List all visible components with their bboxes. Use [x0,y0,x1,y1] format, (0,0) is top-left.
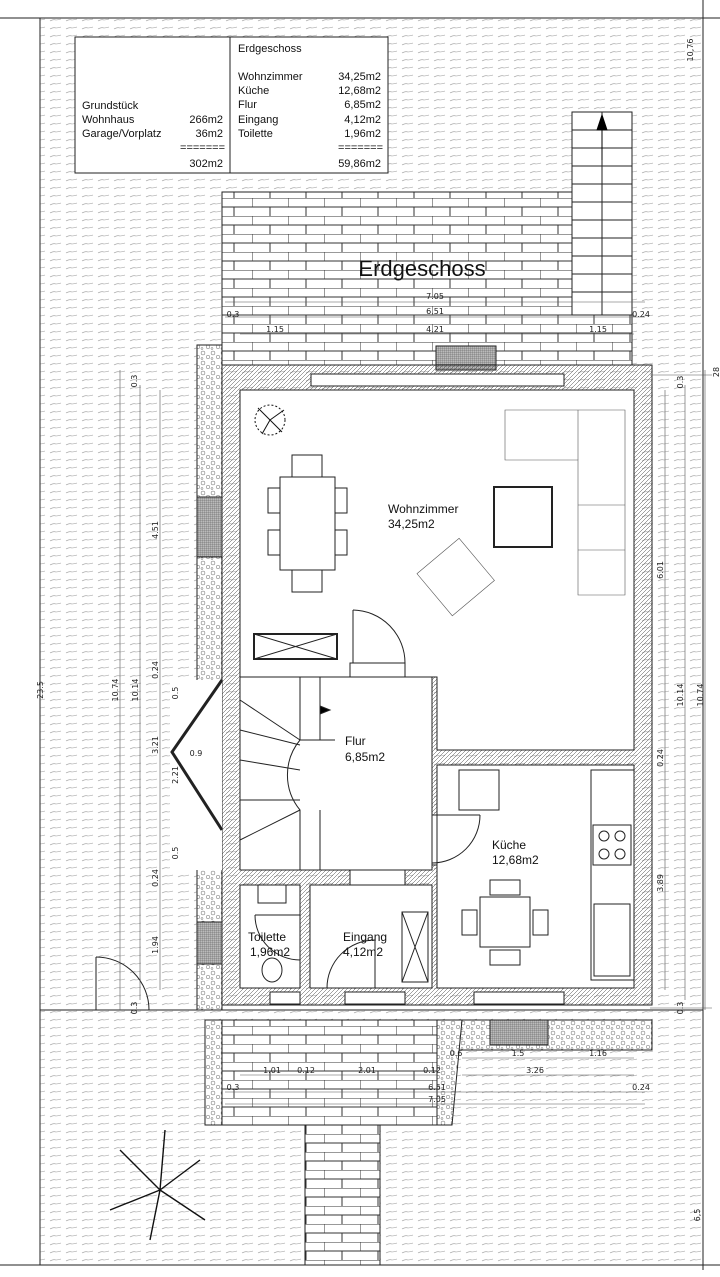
room-area: 34,25m2 [388,517,435,531]
dimension-label: 0.3 [130,1002,139,1015]
entrance-path [304,1124,381,1266]
dimension-label: 0.3 [676,376,685,389]
table-row-label: Wohnhaus [82,114,135,126]
dimension-label: 10.14 [131,679,140,702]
sideboard [253,633,338,660]
armchair [416,537,495,617]
dimension-label: 3.26 [526,1066,544,1075]
dimension-label: 4.51 [151,521,160,539]
dimension-label: 1.5 [512,1049,525,1058]
table-row-label: Küche [238,85,269,97]
dimension-label: 6.51 [428,1083,446,1092]
arrow-up-icon [596,113,608,160]
table-total: 302m2 [189,158,223,170]
dimension-label: 0.3 [676,1002,685,1015]
table-separator: ======= [180,142,225,154]
table-row-label: Garage/Vorplatz [82,128,162,140]
dimension-label: 0.3 [227,310,240,319]
dimension-label: 0.3 [227,1083,240,1092]
table-row-label: Eingang [238,114,278,126]
dimension-label: 0.24 [151,661,160,679]
front-terrace [221,1019,438,1126]
dimension-label: 2.01 [358,1066,376,1075]
kitchen-fixtures [257,769,635,983]
table-row-label: Toilette [238,128,273,140]
dimension-label: 28 [712,367,720,377]
dimension-label: 3.89 [656,874,665,892]
table-row-value: 34,25m2 [338,71,381,83]
dimension-label: 0.12 [297,1066,315,1075]
dimension-label: 1.15 [589,325,607,334]
room-area: 1,96m2 [250,945,290,959]
room-name: Küche [492,838,526,852]
room-area: 4,12m2 [343,945,383,959]
dimension-label: 7.05 [428,1095,446,1104]
dimension-label: 0.5 [171,847,180,860]
area-summary-table: Grundstück Wohnhaus 266m2 Garage/Vorplat… [74,36,389,174]
dimension-label: 6.51 [426,307,444,316]
dimension-label: 1.16 [589,1049,607,1058]
dimension-label: 0.5 [171,687,180,700]
dimension-label: 0.9 [190,749,203,758]
sofa [504,409,626,596]
rear-terrace [221,191,633,366]
dimension-label: 0.6 [450,1049,463,1058]
room-name: Wohnzimmer [388,502,458,516]
table-row-value: 6,85m2 [344,99,381,111]
dimension-label: 0.24 [151,869,160,887]
room-name: Eingang [343,930,387,944]
dimension-label: 1.15 [266,325,284,334]
room-name: Toilette [248,930,286,944]
gravel-strip-left [196,344,223,1011]
dimension-label: 10,76 [686,39,695,62]
table-total: 59,86m2 [338,158,381,170]
house-walls [170,364,653,1006]
light-well [196,921,223,965]
dimension-label: 0.12 [423,1066,441,1075]
light-well [489,1019,549,1046]
table-row-value: 4,12m2 [344,114,381,126]
dimension-label: 23.5 [36,681,45,699]
dimension-label: 6.01 [656,561,665,579]
dimension-label: 1.01 [263,1066,281,1075]
table-row-value: 36m2 [195,128,223,140]
dining-table [267,454,348,593]
dimension-label: 0.3 [130,375,139,388]
dimension-label: 3.21 [151,736,160,754]
table-right-heading: Erdgeschoss [238,43,302,55]
dimension-label: 10.74 [111,679,120,702]
dimension-label: 1.94 [151,936,160,954]
table-row-label: Flur [238,99,257,111]
dimension-label: 10.14 [676,684,685,707]
dimension-label: 0.24 [632,310,650,319]
dimension-label: 2.21 [171,766,180,784]
light-well [196,496,223,558]
table-row-value: 12,68m2 [338,85,381,97]
table-row-label: Wohnzimmer [238,71,303,83]
dimension-label: 0.24 [656,749,665,767]
room-area: 12,68m2 [492,853,539,867]
tree-icon [109,1129,206,1241]
plan-title: Erdgeschoss [358,256,485,281]
room-name: Flur [345,734,366,748]
table-row-value: 266m2 [189,114,223,126]
dimension-label: 6,5 [693,1209,702,1222]
plant-icon [254,404,286,436]
garden-stairs [571,111,633,316]
table-row-value: 1,96m2 [344,128,381,140]
armchair [493,486,553,548]
dimension-label: 0.24 [632,1083,650,1092]
table-left-heading: Grundstück [82,100,139,112]
staircase [239,677,335,870]
dimension-label: 7.05 [426,292,444,301]
door [95,609,481,1011]
table-separator: ======= [338,142,383,154]
dimension-label: 4.21 [426,325,444,334]
dimension-label: 10.74 [696,684,705,707]
dimension-lines [119,301,712,1105]
room-area: 6,85m2 [345,750,385,764]
